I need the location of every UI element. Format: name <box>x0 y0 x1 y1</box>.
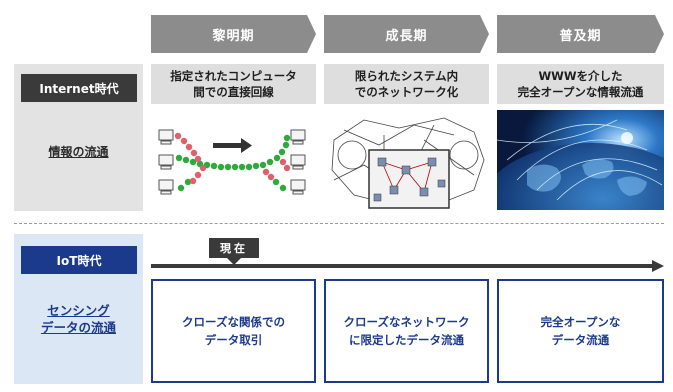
closed-network-line-2: に限定したデータ流通 <box>349 333 464 347</box>
sensing-data-distribution-link[interactable]: センシング データの流通 <box>14 302 143 338</box>
iot-era-label: IoT時代 <box>21 246 137 274</box>
internet-era-label: Internet時代 <box>21 74 137 102</box>
closed-relationship-line-2: データ取引 <box>204 333 263 347</box>
phase-growth: 成長期 <box>324 15 489 53</box>
continent-shapes <box>527 159 647 196</box>
now-pointer-icon <box>226 257 242 265</box>
line-beads-green <box>175 134 291 192</box>
network-inset-nodes <box>373 157 446 202</box>
desc-growth: 限られたシステム内 でのネットワーク化 <box>324 64 489 104</box>
desc-spread-line-2: 完全オープンな情報流通 <box>517 85 644 99</box>
direct-line-illustration <box>158 129 306 195</box>
phase-spread: 普及期 <box>497 15 664 53</box>
desc-dawn-line-2: 間での直接回線 <box>193 85 274 99</box>
network-diagram-illustration <box>331 117 485 209</box>
sensing-link-line-2: データの流通 <box>40 320 116 335</box>
line-beads-red <box>174 132 291 185</box>
desc-growth-line-1: 限られたシステム内 <box>354 69 459 83</box>
phase-dawn: 黎明期 <box>151 15 316 53</box>
open-distribution-box: 完全オープンな データ流通 <box>497 279 664 383</box>
information-distribution-link[interactable]: 情報の流通 <box>48 145 109 159</box>
desc-growth-line-2: でのネットワーク化 <box>354 85 459 99</box>
sensing-link-line-1: センシング <box>47 303 110 318</box>
closed-relationship-box: クローズな関係での データ取引 <box>151 279 316 383</box>
global-network-illustration <box>497 110 664 210</box>
network-light-arcs <box>497 119 663 201</box>
desc-spread-line-1: WWWを介した <box>538 69 623 83</box>
desc-dawn: 指定されたコンピュータ 間での直接回線 <box>151 64 316 104</box>
closed-network-box: クローズなネットワーク に限定したデータ流通 <box>324 279 489 383</box>
closed-network-line-1: クローズなネットワーク <box>343 315 470 329</box>
desc-dawn-line-1: 指定されたコンピュータ <box>170 69 297 83</box>
light-flare <box>621 132 633 144</box>
now-label: 現在 <box>209 238 259 258</box>
era-divider <box>14 223 664 224</box>
computer-icons-left <box>158 129 174 195</box>
computer-icons-right <box>290 129 306 195</box>
direction-arrow-icon <box>213 138 252 153</box>
closed-relationship-line-1: クローズな関係での <box>182 315 285 329</box>
open-distribution-line-1: 完全オープンな <box>540 315 621 329</box>
desc-spread: WWWを介した 完全オープンな情報流通 <box>497 64 664 104</box>
open-distribution-line-2: データ流通 <box>551 333 610 347</box>
timeline-arrow <box>151 260 664 272</box>
